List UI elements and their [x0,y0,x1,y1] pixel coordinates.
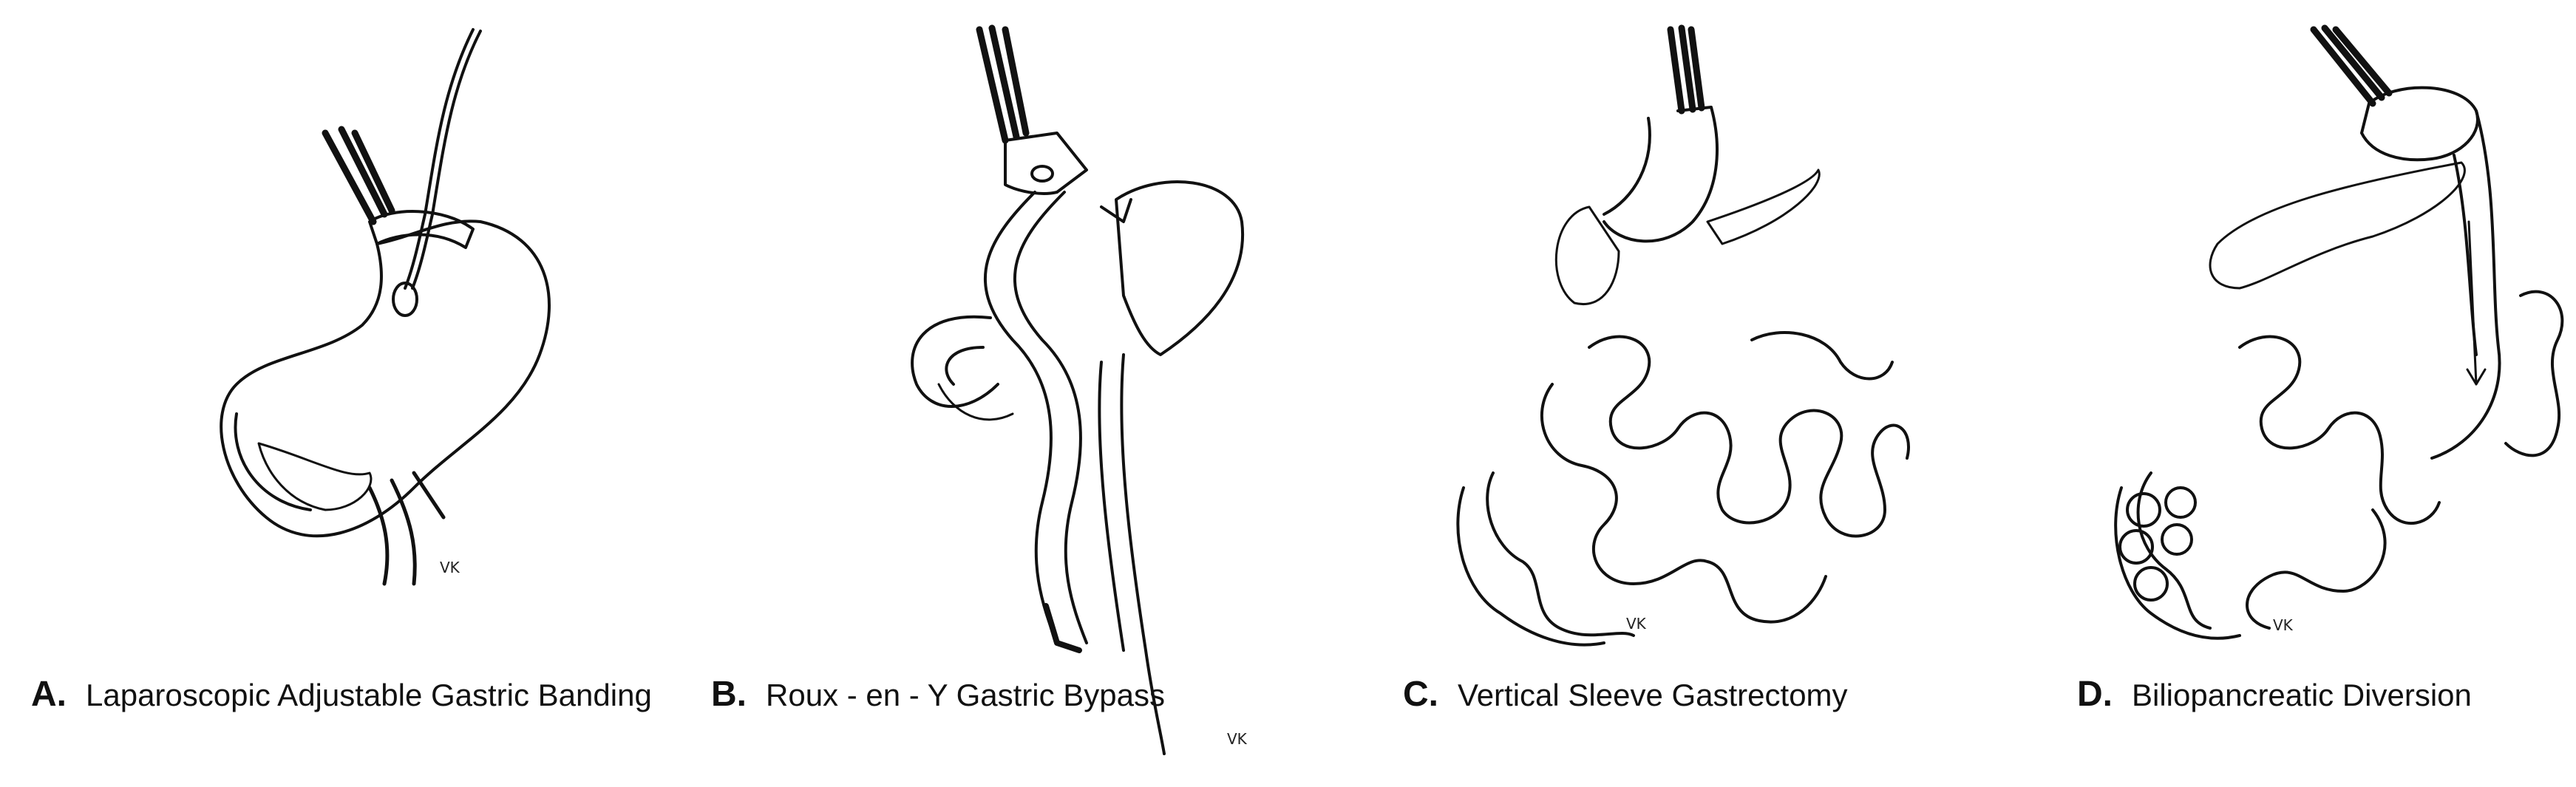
caption-b-title: Roux - en - Y Gastric Bypass [766,678,1165,712]
pancreas [2210,163,2464,288]
caption-a-letter: A. [31,675,67,714]
artist-signature: VK [1227,730,1247,748]
caption-a: A. Laparoscopic Adjustable Gastric Bandin… [31,674,652,715]
artist-signature: VK [1626,615,1646,633]
caption-a-title: Laparoscopic Adjustable Gastric Banding [86,678,652,712]
esophagus [325,129,392,222]
esophagus [1671,28,1702,111]
vessels [370,473,444,584]
gastric-sleeve [1604,107,1717,241]
gastric-bypass-illustration [643,0,1308,787]
gastric-banding-illustration [0,0,643,665]
caption-d-letter: D. [2077,675,2113,714]
stomach-remnant [2362,88,2478,160]
liver [1556,207,1619,304]
pancreas [259,443,371,510]
caption-d: D. Biliopancreatic Diversion [2077,674,2472,715]
band-port [393,283,417,316]
panel-b: VK B. Roux - en - Y Gastric Bypass [643,0,1308,787]
panel-d: VK D. Biliopancreatic Diversion [1959,0,2576,787]
panel-c: VK C. Vertical Sleeve Gastrectomy [1308,0,1959,787]
esophagus [2314,28,2389,103]
biliopancreatic-diversion-illustration [1959,0,2576,665]
stomach [221,221,549,536]
colon [2138,473,2210,628]
artist-signature: VK [2273,616,2293,634]
colon [1487,473,1634,636]
band-tube [405,30,473,288]
sleeve-gastrectomy-illustration [1308,0,1959,665]
common-channel [1121,355,1164,754]
caption-b: B. Roux - en - Y Gastric Bypass [711,674,1165,715]
caption-b-letter: B. [711,675,747,714]
small-intestine [2240,337,2439,524]
small-intestine [1589,337,1909,536]
caption-d-title: Biliopancreatic Diversion [2132,678,2472,712]
caption-c: C. Vertical Sleeve Gastrectomy [1403,674,1848,715]
roux-limb [985,192,1057,643]
remnant-stomach [1116,182,1243,355]
pancreas [939,384,1013,420]
caption-c-title: Vertical Sleeve Gastrectomy [1458,678,1848,712]
adjustable-band [370,211,473,248]
alimentary-limb [2432,111,2500,458]
esophagus [979,28,1026,140]
gastric-pouch [1005,133,1087,194]
caption-c-letter: C. [1403,675,1438,714]
pancreas [1707,170,1819,244]
artist-signature: VK [440,559,460,576]
panel-a: VK A. Laparoscopic Adjustable Gastric Ban… [0,0,652,787]
biliopancreatic-limb [912,317,998,406]
